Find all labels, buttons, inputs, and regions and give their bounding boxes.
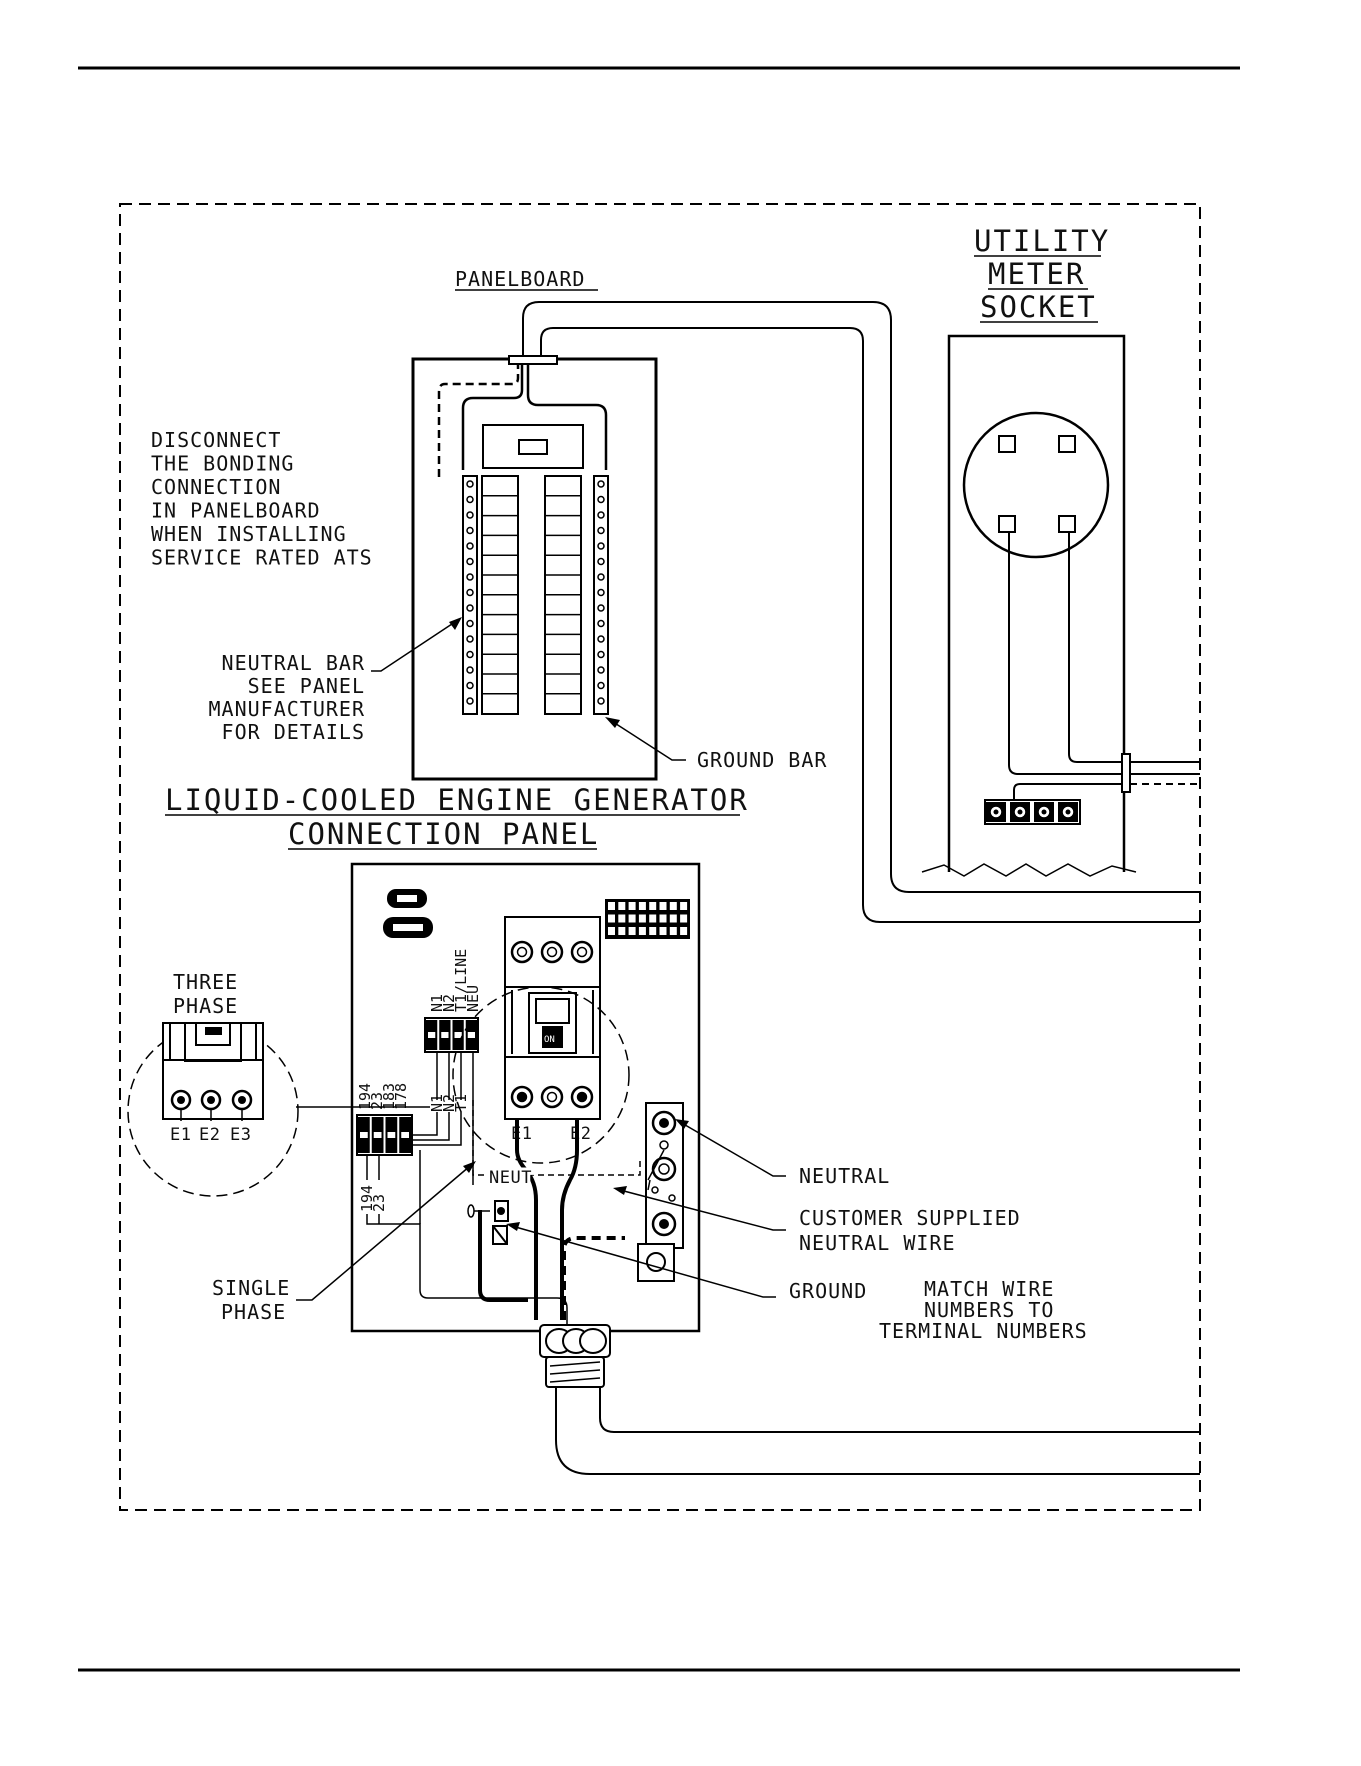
lower-strip-178: 178 bbox=[392, 1083, 410, 1110]
generator-title: LIQUID-COOLED ENGINE GENERATOR CONNECTIO… bbox=[165, 783, 749, 851]
neutral-label: NEUTRAL bbox=[799, 1164, 890, 1188]
ground-bar-label: GROUND BAR bbox=[697, 748, 827, 772]
generator-breaker: ON E1 E2 bbox=[504, 916, 601, 1144]
breaker-terminal-e2: E2 bbox=[570, 1124, 591, 1144]
panel-to-utility-cable bbox=[522, 301, 1200, 923]
three-phase-terminal-e3: E3 bbox=[230, 1125, 251, 1145]
lower-wire-23: 23 bbox=[370, 1194, 388, 1212]
ground-lug bbox=[467, 1200, 528, 1302]
meter-conduit-fitting bbox=[1121, 753, 1131, 793]
three-phase-terminal-e1: E1 bbox=[170, 1125, 191, 1145]
meter-terminal-block bbox=[984, 799, 1081, 825]
neutral-bar-note-line-1: NEUTRAL BAR bbox=[222, 651, 365, 675]
neutral-bar-note-line-2: SEE PANEL bbox=[248, 674, 365, 698]
match-wire-label-1: MATCH WIRE bbox=[924, 1277, 1054, 1301]
upper-terminal-strip: N1 N2 T1/LINE NEU bbox=[424, 949, 482, 1053]
neut-label: NEUT bbox=[489, 1168, 532, 1188]
neutral-bar-note-line-4: FOR DETAILS bbox=[222, 720, 365, 744]
three-phase-terminal-e2: E2 bbox=[199, 1125, 220, 1145]
match-wire-label-3: TERMINAL NUMBERS bbox=[879, 1319, 1088, 1343]
disconnect-note-line-5: WHEN INSTALLING bbox=[151, 522, 347, 546]
lower-terminal-strip: 194 23 183 178 bbox=[356, 1083, 413, 1156]
lower-strip-23: 23 bbox=[368, 1092, 386, 1110]
single-phase-label-1: SINGLE bbox=[212, 1276, 290, 1300]
neutral-bar-note-line-3: MANUFACTURER bbox=[209, 697, 366, 721]
generator-title-2: CONNECTION PANEL bbox=[288, 817, 599, 851]
upper-strip-t1line: T1/LINE bbox=[452, 949, 470, 1012]
upper-strip-n2: N2 bbox=[440, 994, 458, 1012]
disconnect-note-line-3: CONNECTION bbox=[151, 475, 281, 499]
meter-ring bbox=[962, 411, 1110, 559]
lower-wire-194: 194 bbox=[358, 1185, 376, 1212]
svg-text:ON: ON bbox=[544, 1035, 555, 1045]
breaker-column-right bbox=[544, 475, 582, 715]
three-phase-label-1: THREE bbox=[173, 970, 238, 994]
utility-meter-socket: UTILITY METER SOCKET bbox=[921, 224, 1200, 877]
panelboard-title: PANELBOARD bbox=[455, 267, 585, 291]
neutral-terminal-block bbox=[637, 1102, 684, 1282]
disconnect-note-line-6: SERVICE RATED ATS bbox=[151, 546, 373, 570]
disconnect-note-line-4: IN PANELBOARD bbox=[151, 499, 321, 523]
panelboard: PANELBOARD bbox=[411, 267, 658, 781]
lower-strip-194: 194 bbox=[356, 1083, 374, 1110]
utility-title-2: METER bbox=[988, 257, 1085, 291]
match-wire-label-2: NUMBERS TO bbox=[924, 1298, 1054, 1322]
installation-boundary bbox=[119, 203, 1201, 1511]
upper-strip-n1: N1 bbox=[428, 994, 446, 1012]
single-phase-callout-circle bbox=[452, 986, 630, 1164]
wire-label-t1: T1 bbox=[452, 1094, 470, 1112]
customer-supplied-label-2: NEUTRAL WIRE bbox=[799, 1231, 956, 1255]
upper-strip-neu: NEU bbox=[464, 985, 482, 1012]
three-phase-callout: THREE PHASE E1 E2 E3 bbox=[127, 970, 430, 1197]
conduit-entry bbox=[508, 355, 558, 365]
three-phase-label-2: PHASE bbox=[173, 994, 238, 1018]
breaker-column-left bbox=[481, 475, 519, 715]
wire-label-n2: N2 bbox=[440, 1094, 458, 1112]
wire-label-n1: N1 bbox=[428, 1094, 446, 1112]
generator-title-1: LIQUID-COOLED ENGINE GENERATOR bbox=[165, 783, 749, 817]
meter-socket-body bbox=[947, 334, 1126, 872]
panel-conduit-fitting bbox=[539, 1324, 611, 1388]
lower-strip-183: 183 bbox=[380, 1083, 398, 1110]
utility-title-1: UTILITY bbox=[974, 224, 1110, 258]
control-terminal-block bbox=[605, 899, 690, 939]
disconnect-note-line-2: THE BONDING bbox=[151, 452, 294, 476]
disconnect-note-line-1: DISCONNECT bbox=[151, 428, 281, 452]
ground-label: GROUND bbox=[789, 1279, 867, 1303]
utility-title-3: SOCKET bbox=[980, 290, 1097, 324]
generator-connection-panel: ON E1 E2 N1 N2 T1/LINE NEU 194 23 183 17… bbox=[350, 862, 701, 1388]
single-phase-label-2: PHASE bbox=[221, 1300, 286, 1324]
customer-supplied-label-1: CUSTOMER SUPPLIED bbox=[799, 1206, 1021, 1230]
panelboard-enclosure bbox=[411, 357, 658, 781]
breaker-terminal-e1: E1 bbox=[511, 1124, 532, 1144]
generator-to-utility-cable bbox=[555, 1387, 1200, 1475]
